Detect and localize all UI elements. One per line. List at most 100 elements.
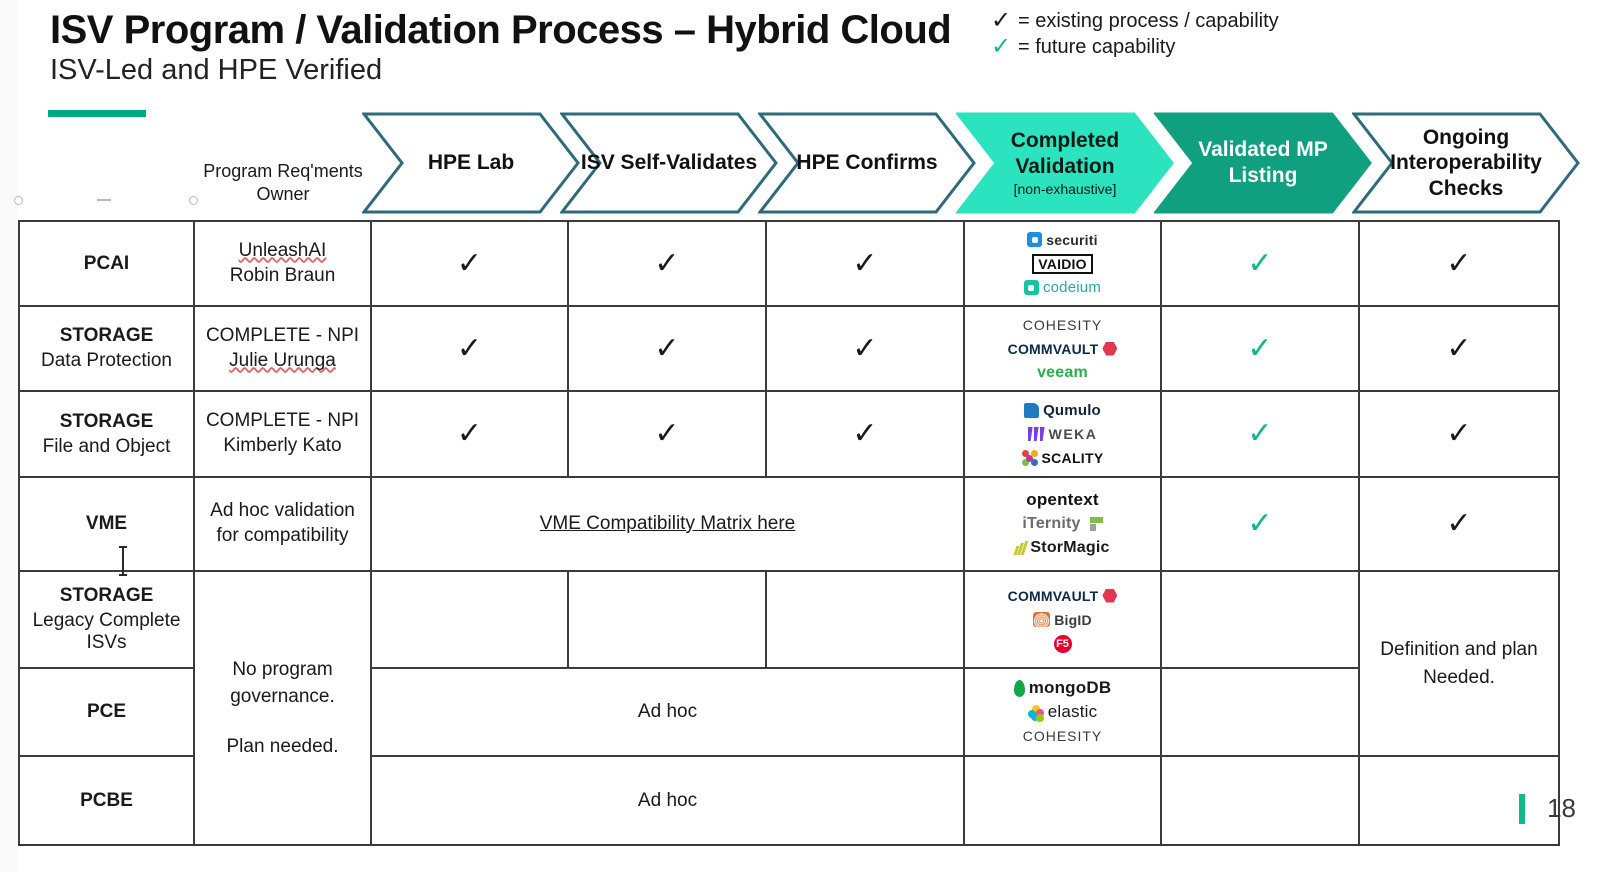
program-name: STORAGE bbox=[59, 325, 154, 346]
cell-owner[interactable]: COMPLETE - NPI Julie Urunga bbox=[193, 305, 372, 392]
logo-label: COMMVAULT bbox=[1007, 340, 1099, 357]
legend: ✓ = existing process / capability ✓ = fu… bbox=[988, 8, 1279, 60]
ongoing-note-line-1: Definition and plan bbox=[1380, 638, 1538, 660]
program-name: VME bbox=[85, 513, 128, 534]
cell-ongoing[interactable]: ✓ bbox=[1358, 390, 1560, 478]
cell-ongoing-note[interactable]: Definition and plan Needed. bbox=[1358, 570, 1560, 757]
cell-mp-listing[interactable] bbox=[1160, 570, 1360, 669]
validation-matrix-table: PCAI UnleashAI Robin Braun ✓ ✓ ✓ securit… bbox=[18, 220, 1560, 846]
cell-completed-validation[interactable]: opentext iTernity StorMagic bbox=[963, 476, 1162, 572]
cell-mp-listing[interactable]: ✓ bbox=[1160, 305, 1360, 392]
cell-program[interactable]: PCBE bbox=[18, 755, 195, 846]
logo-codeium: codeium bbox=[1023, 279, 1101, 296]
cell-hpe-confirms[interactable] bbox=[765, 570, 965, 669]
logo-label: elastic bbox=[1047, 702, 1098, 721]
chevron-completed-validation[interactable]: Completed Validation [non-exhaustive] bbox=[956, 112, 1174, 214]
chevron-label-sub: [non-exhaustive] bbox=[1013, 180, 1117, 197]
cell-completed-validation[interactable]: COMMVAULT BigID F5 bbox=[963, 570, 1162, 669]
cell-program[interactable]: STORAGE Legacy Complete ISVs bbox=[18, 570, 195, 669]
table-row: PCAI UnleashAI Robin Braun ✓ ✓ ✓ securit… bbox=[18, 220, 1560, 307]
owner-company: Ad hoc validation bbox=[210, 500, 355, 522]
chevron-validated-mp-listing[interactable]: Validated MP Listing bbox=[1154, 112, 1372, 214]
cell-vme-compatibility-link[interactable]: VME Compatibility Matrix here bbox=[370, 476, 965, 572]
chevron-isv-self-validates[interactable]: ISV Self-Validates bbox=[560, 112, 778, 214]
cell-hpe-confirms[interactable]: ✓ bbox=[765, 220, 965, 307]
check-icon: ✓ bbox=[1446, 417, 1472, 450]
logo-label: mongoDB bbox=[1028, 678, 1112, 697]
chevron-hpe-confirms[interactable]: HPE Confirms bbox=[758, 112, 976, 214]
resize-handle-left[interactable] bbox=[14, 196, 23, 205]
logo-commvault: COMMVAULT bbox=[1008, 587, 1118, 604]
table-row: STORAGE Data Protection COMPLETE - NPI J… bbox=[18, 305, 1560, 392]
cell-hpe-lab[interactable] bbox=[370, 570, 569, 669]
governance-line-1: No program governance. bbox=[230, 658, 335, 708]
cell-completed-validation[interactable]: securiti VAIDIO codeium bbox=[963, 220, 1162, 307]
logo-opentext: opentext bbox=[1026, 490, 1098, 509]
cell-adhoc[interactable]: Ad hoc bbox=[370, 667, 965, 757]
cell-hpe-lab[interactable]: ✓ bbox=[370, 305, 569, 392]
cell-completed-validation[interactable] bbox=[963, 755, 1162, 846]
resize-handle-middle[interactable] bbox=[97, 199, 111, 201]
check-icon: ✓ bbox=[456, 331, 483, 365]
logo-label: veeam bbox=[1037, 363, 1088, 381]
check-icon: ✓ bbox=[1247, 331, 1273, 365]
cell-owner[interactable]: COMPLETE - NPI Kimberly Kato bbox=[193, 390, 372, 478]
check-icon: ✓ bbox=[852, 246, 878, 280]
logo-label: Qumulo bbox=[1043, 401, 1101, 419]
cell-program[interactable]: VME bbox=[18, 476, 195, 572]
governance-line-2: Plan needed. bbox=[226, 735, 339, 757]
program-sub: Data Protection bbox=[41, 350, 172, 371]
cell-mp-listing[interactable]: ✓ bbox=[1160, 390, 1360, 478]
cell-ongoing[interactable] bbox=[1358, 755, 1560, 846]
cell-isv-self[interactable]: ✓ bbox=[567, 305, 767, 392]
cell-completed-validation[interactable]: COHESITY COMMVAULT veeam bbox=[963, 305, 1162, 392]
legend-item-future: ✓ = future capability bbox=[988, 34, 1279, 60]
cell-ongoing[interactable]: ✓ bbox=[1358, 476, 1560, 572]
resize-handle-right[interactable] bbox=[189, 196, 198, 205]
page-number-group: 18 bbox=[1519, 793, 1576, 824]
logo-label: COMMVAULT bbox=[1007, 587, 1099, 604]
cell-owner[interactable]: UnleashAI Robin Braun bbox=[193, 220, 372, 307]
chevron-shape-icon bbox=[956, 112, 1174, 214]
cell-completed-validation[interactable]: mongoDB elastic COHESITY bbox=[963, 667, 1162, 757]
cell-owner[interactable]: Ad hoc validation for compatibility bbox=[193, 476, 372, 572]
cell-program[interactable]: STORAGE File and Object bbox=[18, 390, 195, 478]
cell-isv-self[interactable] bbox=[567, 570, 767, 669]
cell-ongoing[interactable]: ✓ bbox=[1358, 220, 1560, 307]
program-name: STORAGE bbox=[59, 410, 154, 432]
cell-program[interactable]: PCE bbox=[18, 667, 195, 757]
left-margin-strip bbox=[0, 0, 18, 872]
logo-stack: securiti VAIDIO codeium bbox=[969, 231, 1156, 296]
logo-label: COHESITY bbox=[1022, 728, 1103, 744]
cell-program[interactable]: PCAI bbox=[18, 220, 195, 307]
cell-adhoc[interactable]: Ad hoc bbox=[370, 755, 965, 846]
cell-mp-listing[interactable] bbox=[1160, 755, 1360, 846]
cell-governance-note[interactable]: No program governance. Plan needed. bbox=[193, 570, 372, 846]
owner-company: COMPLETE - NPI bbox=[205, 324, 360, 346]
accent-bar bbox=[48, 110, 146, 117]
cell-hpe-lab[interactable]: ✓ bbox=[370, 390, 569, 478]
logo-stack: mongoDB elastic COHESITY bbox=[969, 678, 1156, 745]
cell-mp-listing[interactable]: ✓ bbox=[1160, 220, 1360, 307]
logo-scality: SCALITY bbox=[1021, 450, 1104, 467]
chevron-label: HPE Confirms bbox=[796, 151, 938, 175]
chevron-hpe-lab[interactable]: HPE Lab bbox=[362, 112, 580, 214]
vme-compatibility-matrix-link[interactable]: VME Compatibility Matrix here bbox=[539, 513, 796, 534]
cell-isv-self[interactable]: ✓ bbox=[567, 390, 767, 478]
cell-mp-listing[interactable] bbox=[1160, 667, 1360, 757]
cell-hpe-lab[interactable]: ✓ bbox=[370, 220, 569, 307]
cell-isv-self[interactable]: ✓ bbox=[567, 220, 767, 307]
logo-stack: COMMVAULT BigID F5 bbox=[969, 587, 1156, 653]
cell-completed-validation[interactable]: Qumulo WEKA SCALITY bbox=[963, 390, 1162, 478]
cell-hpe-confirms[interactable]: ✓ bbox=[765, 390, 965, 478]
cell-ongoing[interactable]: ✓ bbox=[1358, 305, 1560, 392]
chevron-ongoing-interoperability-checks[interactable]: Ongoing Interoperability Checks bbox=[1352, 112, 1580, 214]
owner-person: Kimberly Kato bbox=[223, 435, 342, 456]
table-row: PCBE Ad hoc bbox=[18, 755, 1560, 846]
owner-person: Robin Braun bbox=[229, 264, 336, 286]
logo-qumulo: Qumulo bbox=[1024, 402, 1101, 419]
cell-program[interactable]: STORAGE Data Protection bbox=[18, 305, 195, 392]
cell-hpe-confirms[interactable]: ✓ bbox=[765, 305, 965, 392]
cell-mp-listing[interactable]: ✓ bbox=[1160, 476, 1360, 572]
chevron-shape-icon bbox=[362, 112, 580, 214]
